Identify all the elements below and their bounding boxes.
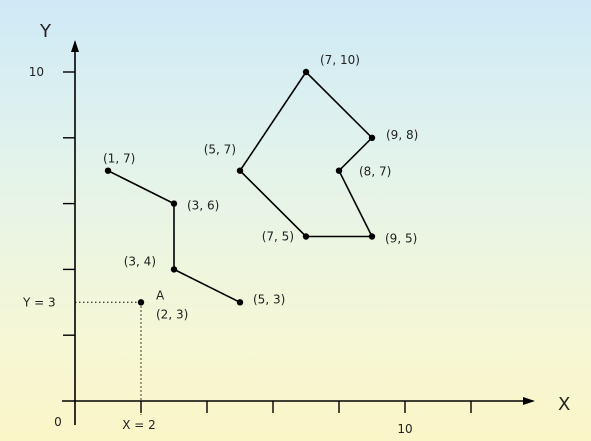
data-point	[170, 200, 178, 207]
guides	[75, 301, 142, 415]
y-guide-label: Y = 3	[22, 295, 56, 309]
point-a-name: A	[156, 288, 165, 302]
data-point	[368, 233, 376, 240]
data-label: (3, 6)	[187, 199, 219, 213]
data-label: (7, 10)	[320, 53, 360, 67]
data-label: (8, 7)	[359, 165, 391, 179]
point-a	[137, 299, 145, 306]
data-point	[302, 233, 310, 240]
y-axis-title: Y	[39, 21, 52, 42]
y-axis-arrow	[71, 40, 79, 52]
data-label: (1, 7)	[103, 152, 135, 166]
series-line-2	[239, 70, 374, 238]
data-point	[104, 167, 112, 174]
data-label: (3, 4)	[124, 254, 156, 268]
data-point	[236, 167, 244, 174]
series-group	[104, 68, 376, 306]
origin-label: 0	[54, 415, 62, 429]
series-line-1	[107, 169, 241, 304]
x-tick-label: 10	[397, 422, 412, 436]
y-tick-label: 10	[29, 65, 44, 79]
data-label: (9, 8)	[386, 128, 418, 142]
x-axis-title: X	[558, 394, 570, 415]
x-guide-label: X = 2	[122, 418, 156, 432]
data-label: (7, 5)	[262, 230, 294, 244]
data-point	[302, 68, 310, 76]
axes	[62, 40, 535, 425]
data-point	[368, 134, 376, 141]
data-label: (9, 5)	[385, 232, 417, 246]
data-label: (5, 3)	[253, 292, 285, 306]
data-point	[170, 266, 178, 273]
point-a-label: (2, 3)	[156, 307, 188, 321]
x-axis-arrow	[523, 397, 535, 405]
data-point	[335, 167, 343, 174]
data-label: (5, 7)	[204, 143, 236, 157]
data-point	[236, 299, 244, 306]
